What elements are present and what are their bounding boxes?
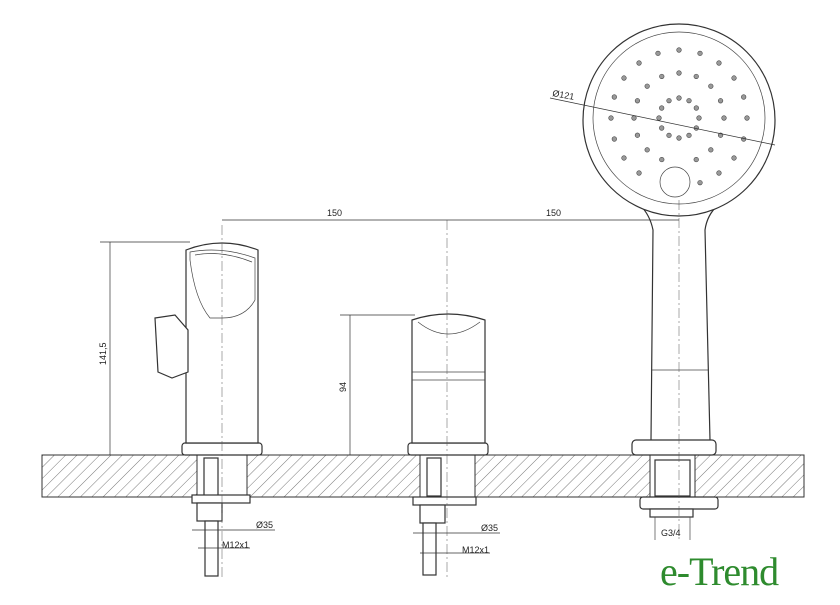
nozzle-dot bbox=[634, 98, 641, 104]
nozzle-dot bbox=[696, 115, 702, 121]
nozzle-dot bbox=[708, 147, 714, 153]
nozzle-dot bbox=[717, 98, 724, 104]
dim-mid-flange: Ø35 bbox=[481, 523, 498, 533]
mixer-assembly bbox=[407, 220, 489, 580]
dim-spout-height: 141,5 bbox=[98, 342, 108, 365]
nozzle-dot bbox=[676, 47, 682, 53]
nozzle-dot bbox=[697, 50, 703, 56]
nozzle-dot bbox=[644, 83, 650, 89]
dimension-lines bbox=[100, 97, 776, 554]
dim-hose-thread: G3/4 bbox=[661, 528, 681, 538]
shower-mode-button bbox=[659, 166, 691, 198]
dim-mixer-height: 94 bbox=[338, 382, 348, 392]
dim-spacing-right: 150 bbox=[546, 208, 561, 218]
dim-left-thread: M12x1 bbox=[222, 540, 249, 550]
nozzle-dot bbox=[659, 156, 665, 163]
nozzle-dot bbox=[659, 105, 665, 111]
nozzle-dot bbox=[659, 125, 665, 131]
nozzle-dot bbox=[697, 180, 703, 186]
dim-left-flange: Ø35 bbox=[256, 520, 273, 530]
nozzle-dot bbox=[693, 105, 699, 111]
hand-shower-assembly bbox=[582, 23, 776, 540]
nozzle-dot bbox=[621, 155, 627, 161]
nozzle-dot bbox=[659, 73, 665, 80]
nozzle-dot bbox=[636, 170, 642, 176]
nozzle-dot bbox=[693, 73, 699, 80]
dim-spacing-left: 150 bbox=[327, 208, 342, 218]
nozzle-dot bbox=[676, 70, 682, 76]
spout-assembly bbox=[154, 225, 263, 580]
nozzle-dot bbox=[656, 115, 662, 121]
nozzle-dot bbox=[666, 98, 672, 104]
nozzle-dot bbox=[655, 50, 661, 56]
nozzle-dot bbox=[693, 156, 699, 163]
dim-shower-diameter: Ø121 bbox=[552, 88, 575, 102]
nozzle-dot bbox=[708, 83, 714, 89]
nozzle-dot bbox=[621, 75, 627, 81]
nozzle-dot bbox=[666, 132, 672, 138]
brand-logo: e-Trend bbox=[660, 549, 779, 594]
shower-head-outer bbox=[582, 23, 776, 217]
nozzle-dot bbox=[731, 75, 737, 81]
nozzle-dot bbox=[634, 132, 641, 138]
nozzle-dot bbox=[676, 95, 682, 101]
nozzle-dot bbox=[716, 170, 722, 176]
dim-mid-thread: M12x1 bbox=[462, 545, 489, 555]
nozzle-dot bbox=[731, 155, 737, 161]
nozzle-dot bbox=[611, 94, 617, 100]
nozzle-dot bbox=[644, 147, 650, 153]
nozzle-dot bbox=[631, 115, 637, 121]
nozzle-dot bbox=[608, 115, 614, 121]
nozzle-dot bbox=[686, 132, 692, 138]
nozzle-dot bbox=[741, 94, 747, 100]
nozzle-dot bbox=[676, 135, 682, 141]
nozzle-dot bbox=[611, 136, 617, 142]
nozzle-dot bbox=[636, 60, 642, 66]
nozzle-dot bbox=[721, 115, 727, 121]
nozzle-dot bbox=[686, 98, 692, 104]
nozzle-dot bbox=[744, 115, 750, 121]
nozzle-dot bbox=[716, 60, 722, 66]
